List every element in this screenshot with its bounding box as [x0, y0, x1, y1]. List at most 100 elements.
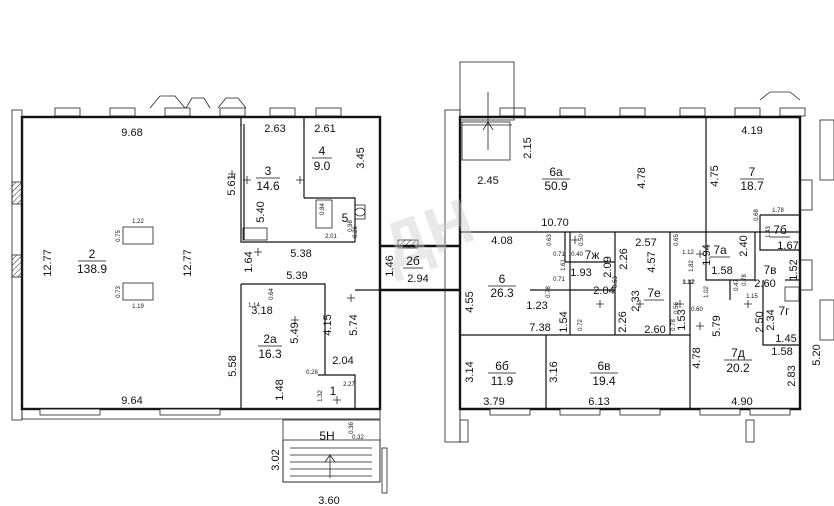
dimension: 1.45: [775, 333, 796, 345]
small-dimension: 1.12: [683, 280, 695, 286]
room-area: 19.4: [592, 374, 616, 388]
small-dimension: 1.61: [561, 259, 567, 271]
dimension: 2.60: [754, 278, 775, 290]
dimension: 3.14: [464, 361, 476, 382]
dimension: 3.02: [270, 449, 282, 470]
dimension: 2.04: [332, 355, 353, 367]
dimension: 5.74: [348, 314, 360, 335]
dimension: 1.94: [701, 244, 713, 265]
small-dimension: 0.47: [734, 279, 740, 291]
room-1-number: 1: [330, 384, 337, 398]
dimension: 3.79: [483, 396, 504, 408]
room-number: 6б: [495, 359, 509, 373]
wall-hatch: [11, 181, 23, 205]
small-dimension: 1.43: [766, 226, 772, 238]
dimension: 2.45: [477, 175, 498, 187]
small-dimension: 1.02: [704, 286, 710, 298]
dimension: 4.90: [731, 396, 752, 408]
connector-corridor: [380, 239, 460, 292]
small-dimension: 0.36: [349, 422, 355, 434]
small-dimension: 0.53: [613, 276, 619, 288]
dimension: 1.52: [788, 259, 800, 280]
dimension: 2.83: [786, 365, 798, 386]
room-area: 26.3: [490, 286, 514, 300]
small-dimension: 0.75: [116, 230, 122, 242]
room-2: 2 138.9: [77, 247, 107, 276]
dimension: 2.60: [644, 324, 665, 336]
dimension: 2.61: [314, 123, 335, 135]
dimension: 5.58: [227, 355, 239, 376]
dimension: 2.09: [602, 256, 614, 277]
small-dimension: 0.72: [578, 319, 584, 331]
room-number: 7: [749, 165, 756, 179]
room-number: 2: [89, 247, 96, 261]
room-5-number: 5: [342, 211, 349, 225]
room-6: 6 26.3: [488, 272, 516, 300]
dimension: 9.64: [121, 395, 142, 407]
dimension: 12.77: [42, 249, 54, 277]
small-dimension: 0.32: [352, 435, 364, 441]
small-dimension: 1.19: [132, 304, 144, 310]
room-6v: 6в 19.4: [590, 359, 618, 388]
small-dimension: 0.73: [116, 286, 122, 298]
room-7d: 7д 20.2: [724, 346, 752, 375]
dimension: 1.67: [777, 240, 798, 252]
room-number: 7д: [731, 346, 745, 360]
small-dimension: 1.15: [746, 294, 758, 300]
small-dimension: 0.60: [691, 307, 703, 313]
small-dimension: 0.71: [553, 252, 565, 258]
dimension: 2.57: [635, 237, 656, 249]
small-dimension: 2.01: [325, 234, 337, 240]
room-number: 4: [319, 144, 326, 158]
dimension-labels: 9.68 2.63 2.61 3.45 12.77 12.77 5.61 5.4…: [42, 123, 823, 506]
room-area: 18.7: [740, 179, 764, 193]
small-dimension: 0.63: [547, 234, 553, 246]
dimension: 2.63: [264, 123, 285, 135]
room-6a: 6а 50.9: [542, 165, 570, 193]
small-dimension: 1.14: [248, 303, 260, 309]
small-dimension: 0.68: [754, 209, 760, 221]
small-dimension: 0.28: [306, 370, 318, 376]
dimension: 1.58: [771, 346, 792, 358]
dimension: 2.40: [738, 235, 750, 256]
room-2a: 2а 16.3: [258, 332, 282, 361]
room-7b-number: 7б: [773, 223, 787, 237]
dimension: 4.55: [464, 291, 476, 312]
dimension: 5.40: [255, 201, 267, 222]
small-dimension: 0.40: [571, 252, 583, 258]
dimension: 3.18: [251, 305, 272, 317]
dimension: 7.38: [529, 322, 550, 334]
room-6b: 6б 11.9: [488, 359, 516, 388]
room-area: 16.3: [258, 347, 282, 361]
room-area: 20.2: [726, 361, 750, 375]
dimension: 1.64: [243, 251, 255, 272]
dimension: 2.94: [407, 273, 428, 285]
small-dimension: 0.78: [546, 286, 552, 298]
dimension: 1.53: [676, 309, 688, 330]
small-dimension: 0.78: [671, 319, 677, 331]
room-number: 2а: [263, 332, 277, 346]
small-dimension: 1.12: [682, 280, 694, 286]
dimension: 4.57: [646, 251, 658, 272]
small-dimension: 0.84: [320, 203, 326, 215]
dimension: 5.61: [226, 174, 238, 195]
dimension: 1.46: [384, 255, 396, 276]
small-dimension: 1.32: [318, 390, 324, 402]
dimension: 1.23: [526, 300, 547, 312]
small-dimension: 0.56: [674, 302, 680, 314]
room-area: 50.9: [544, 179, 568, 193]
dimension: 4.75: [709, 165, 721, 186]
room-number: 6а: [549, 165, 563, 179]
room-7: 7 18.7: [740, 165, 764, 193]
dimension: 5.39: [286, 270, 307, 282]
small-dimension: 0.98: [348, 220, 354, 232]
dimension: 5.79: [711, 315, 723, 336]
dimension: 9.68: [121, 127, 142, 139]
dimension: 2.04: [593, 285, 614, 297]
dimension: 3.45: [355, 147, 367, 168]
dimension: 4.78: [691, 347, 703, 368]
room-number: 6: [499, 272, 506, 286]
entrance-stairs: [290, 447, 372, 478]
small-dimension: 1.22: [132, 219, 144, 225]
dimension: 5.49: [289, 322, 301, 343]
